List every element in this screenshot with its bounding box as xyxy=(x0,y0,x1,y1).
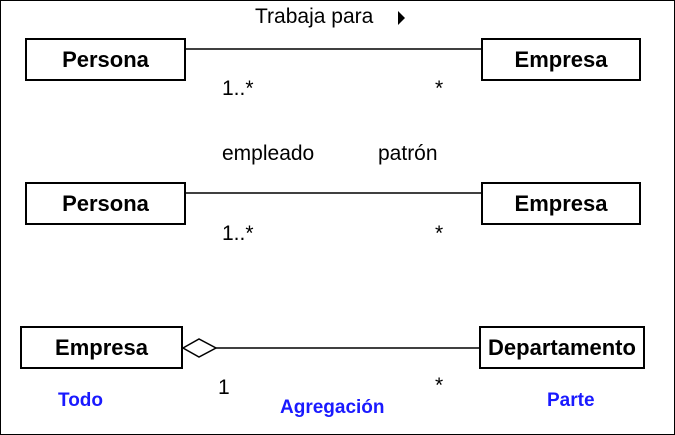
role-empleado: empleado xyxy=(222,142,315,165)
class-departamento[interactable]: Departamento xyxy=(479,326,645,369)
class-empresa-3[interactable]: Empresa xyxy=(20,326,183,369)
multiplicity-right-3: * xyxy=(435,374,444,397)
multiplicity-left-2: 1..* xyxy=(222,222,254,245)
association-label: Trabaja para xyxy=(255,5,374,28)
part-label: Parte xyxy=(547,390,595,411)
role-patron: patrón xyxy=(378,142,438,165)
aggregation-diamond-icon xyxy=(181,338,218,358)
class-empresa-2[interactable]: Empresa xyxy=(481,182,641,225)
multiplicity-left-1: 1..* xyxy=(222,77,254,100)
direction-arrow-icon xyxy=(398,11,405,25)
multiplicity-left-3: 1 xyxy=(218,376,230,399)
multiplicity-right-1: * xyxy=(435,77,444,100)
class-persona-2[interactable]: Persona xyxy=(25,182,186,225)
relation-label: Agregación xyxy=(280,397,385,418)
whole-label: Todo xyxy=(58,390,104,411)
multiplicity-right-2: * xyxy=(435,222,444,245)
class-empresa-1[interactable]: Empresa xyxy=(481,38,641,81)
class-persona-1[interactable]: Persona xyxy=(25,38,186,81)
